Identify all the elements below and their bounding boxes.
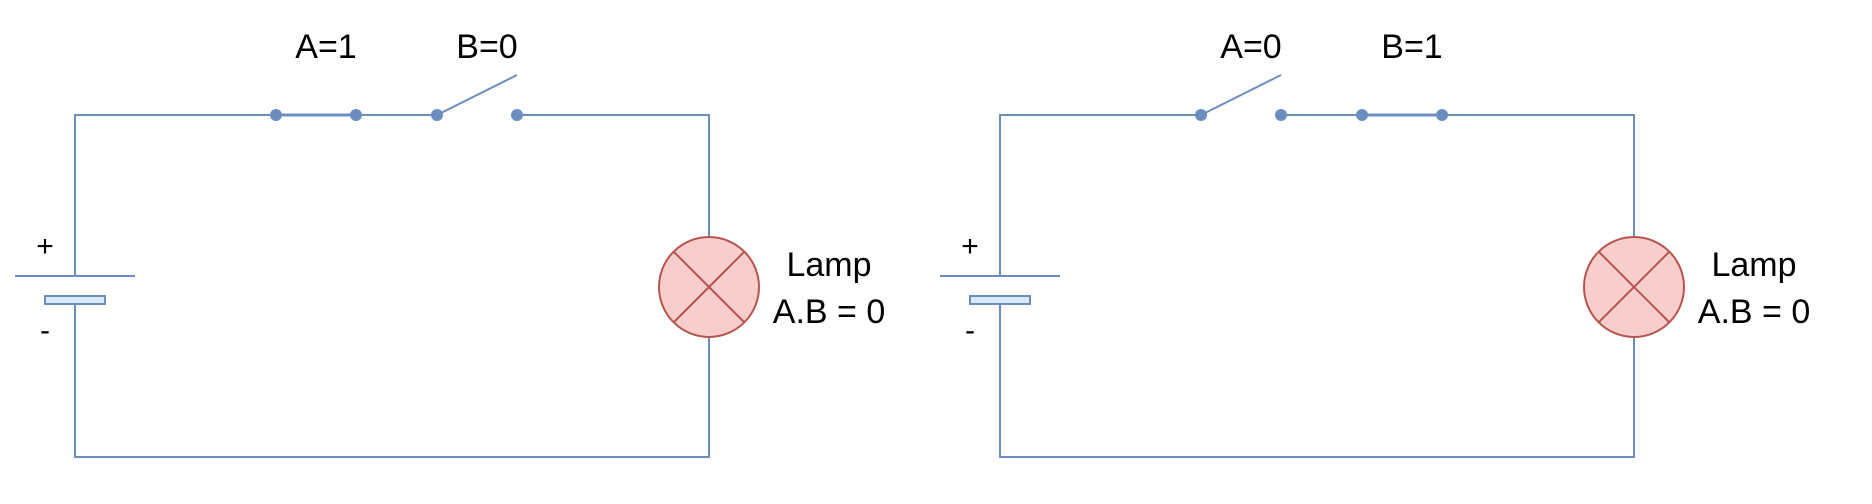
switch-b-contact-left	[1356, 109, 1368, 121]
circuit-left: A=1 B=0 + - Lamp A.B = 0	[15, 28, 885, 458]
battery-minus-label: -	[40, 314, 50, 347]
wire-top-right	[1442, 114, 1635, 236]
switch-b-contact-right	[511, 109, 523, 121]
wire-switch-b-open	[436, 74, 518, 116]
switch-a-contact-left	[270, 109, 282, 121]
lamp-icon	[1583, 236, 1685, 338]
battery-icon	[940, 275, 1060, 305]
battery-icon	[15, 275, 135, 305]
wire-top-left	[74, 114, 276, 275]
switch-b-label: B=0	[456, 28, 517, 66]
wire-bottom	[999, 305, 1635, 458]
switch-a-contact-left	[1195, 109, 1207, 121]
battery-plus-label: +	[36, 230, 54, 263]
lamp-title: Lamp	[1711, 246, 1796, 284]
wire-switch-a-open	[1200, 74, 1282, 116]
switch-b-contact-left	[431, 109, 443, 121]
circuit-right: A=0 B=1 + - Lamp A.B = 0	[940, 28, 1810, 458]
switch-a-contact-right	[350, 109, 362, 121]
switch-a-label: A=1	[295, 28, 356, 66]
switch-a-label: A=0	[1220, 28, 1281, 66]
switch-b-label: B=1	[1381, 28, 1442, 66]
battery-minus-label: -	[965, 314, 975, 347]
lamp-expression: A.B = 0	[773, 293, 885, 331]
wire-top-left	[999, 114, 1201, 275]
lamp-expression: A.B = 0	[1698, 293, 1810, 331]
wire-bottom	[74, 305, 710, 458]
battery-negative-plate	[44, 295, 106, 305]
wire-top-right	[517, 114, 710, 236]
battery-plus-label: +	[961, 230, 979, 263]
switch-a-contact-right	[1275, 109, 1287, 121]
switch-b-contact-right	[1436, 109, 1448, 121]
lamp-title: Lamp	[786, 246, 871, 284]
lamp-icon	[658, 236, 760, 338]
battery-negative-plate	[969, 295, 1031, 305]
